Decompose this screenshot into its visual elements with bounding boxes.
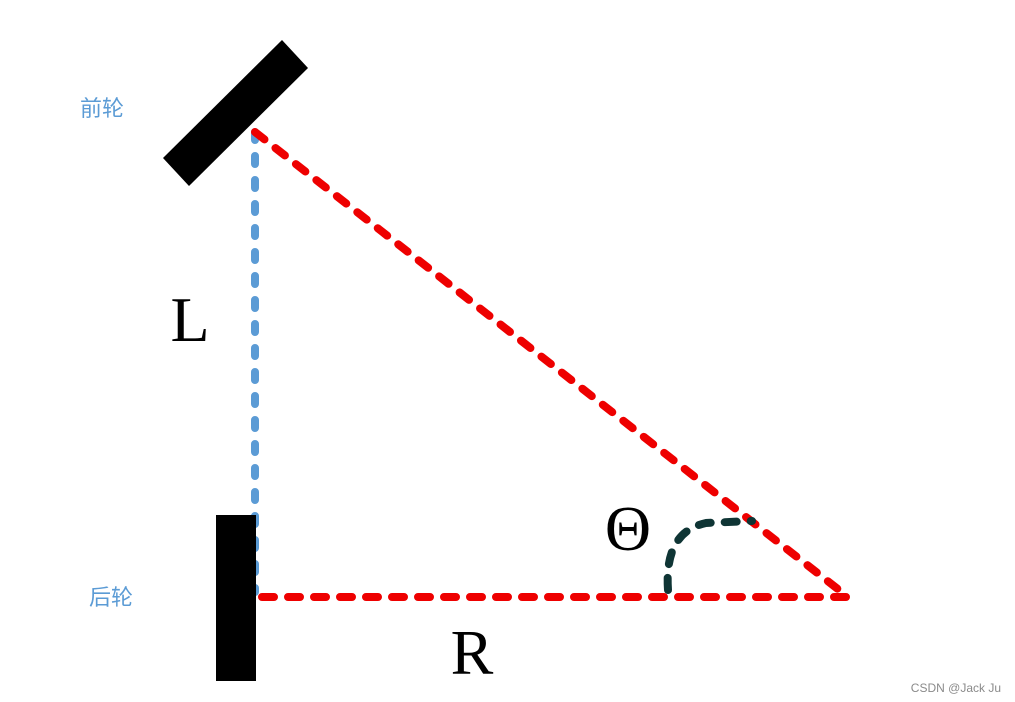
- steering-angle-arc: [663, 517, 756, 594]
- wheelbase-label: L: [170, 284, 209, 355]
- front-wheel-label: 前轮: [80, 97, 124, 122]
- front-wheel: [163, 40, 308, 186]
- rear-wheel-label: 后轮: [89, 586, 133, 611]
- watermark: CSDN @Jack Ju: [910, 681, 1001, 695]
- hypotenuse-line: [251, 128, 852, 601]
- turning-radius-label: R: [451, 617, 494, 688]
- rear-wheel: [216, 515, 256, 681]
- steering-angle-label: Θ: [605, 493, 651, 564]
